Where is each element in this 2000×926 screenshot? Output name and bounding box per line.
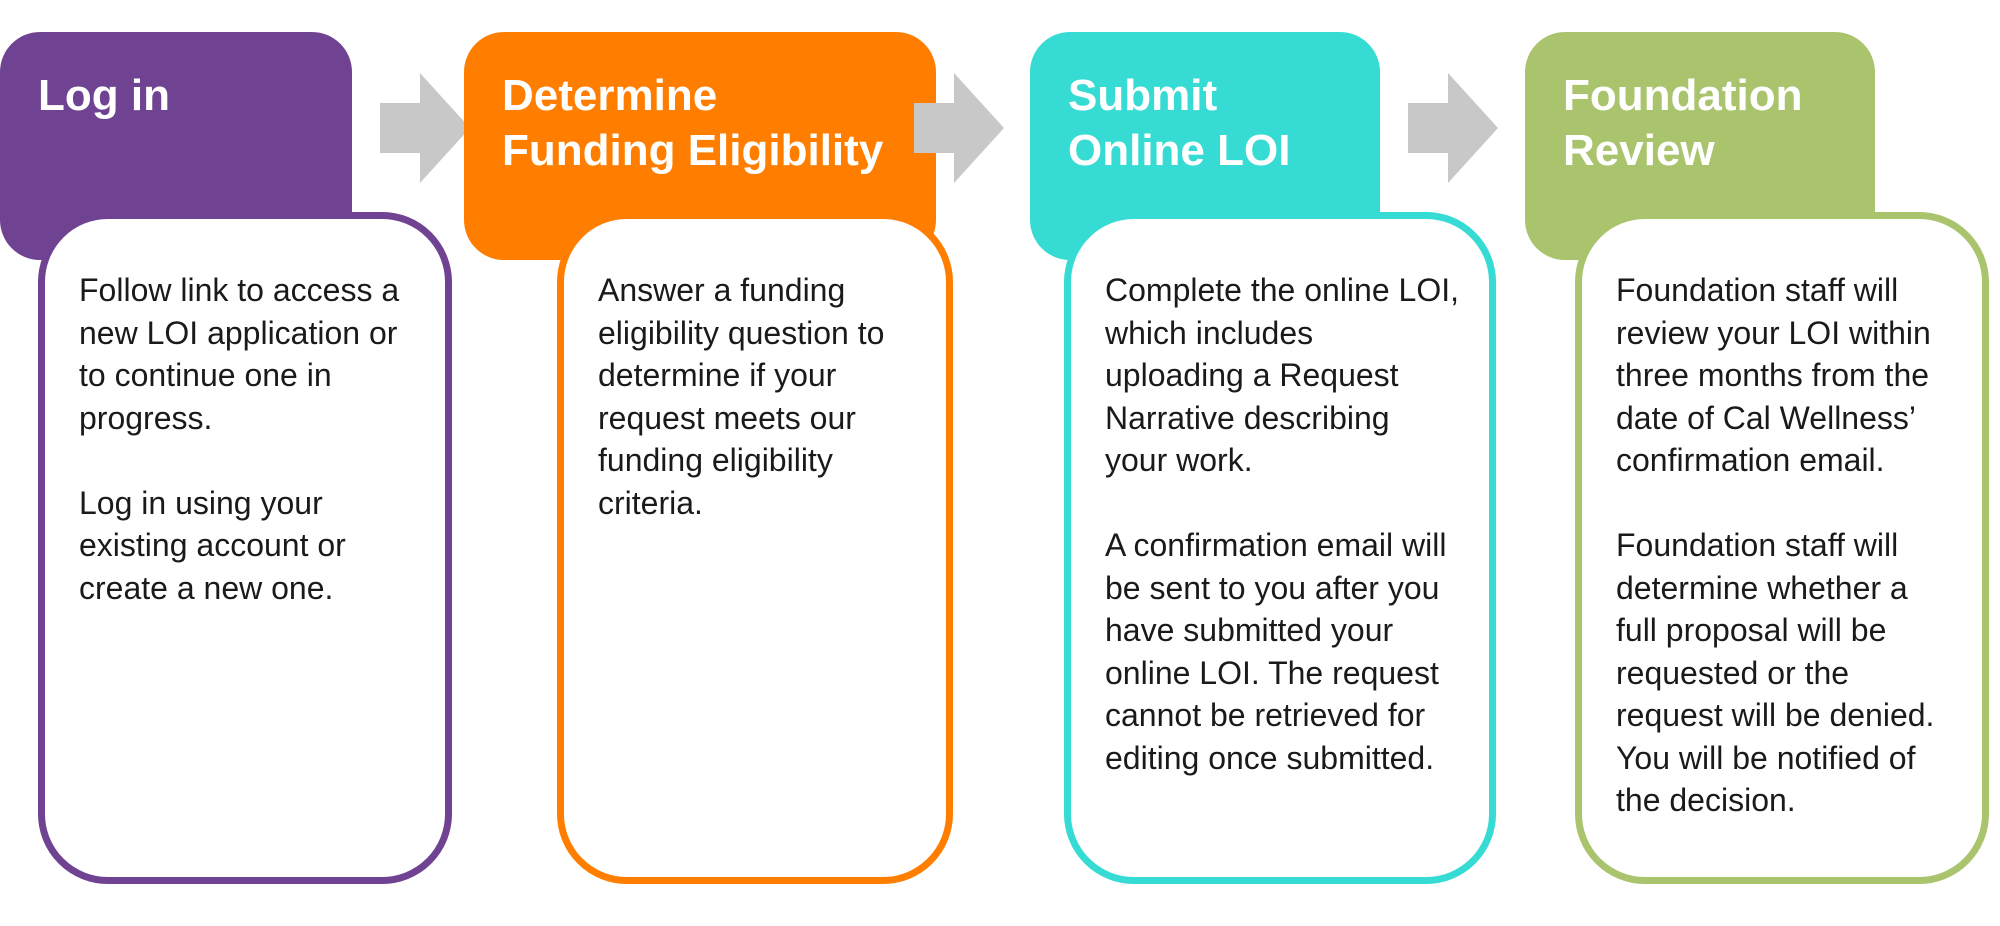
step-card: Complete the online LOI, which includes … bbox=[1064, 212, 1496, 884]
step-title-line: Log in bbox=[38, 71, 170, 120]
step-description: Complete the online LOI, which includes … bbox=[1105, 272, 1459, 478]
step-title-line: Foundation bbox=[1563, 71, 1803, 120]
arrow-right-icon bbox=[1408, 73, 1498, 183]
step-title-line: Online LOI bbox=[1068, 126, 1291, 175]
step-title-line: Determine bbox=[502, 71, 718, 120]
step-description: Log in using your existing account or cr… bbox=[79, 484, 346, 606]
step-title-line: Submit bbox=[1068, 71, 1218, 120]
arrow-right-icon bbox=[380, 73, 470, 183]
step-card: Foundation staff will review your LOI wi… bbox=[1575, 212, 1989, 884]
step-title-line: Funding Eligibility bbox=[502, 126, 884, 175]
arrow-right-icon bbox=[914, 73, 1004, 183]
step-description: Answer a funding eligibility question to… bbox=[598, 272, 885, 521]
step-description: A confirmation email will be sent to you… bbox=[1105, 527, 1447, 776]
step-card: Follow link to access a new LOI applicat… bbox=[38, 212, 452, 884]
step-description: Foundation staff will determine whether … bbox=[1616, 527, 1935, 818]
step-title-line: Review bbox=[1563, 126, 1715, 175]
step-description: Foundation staff will review your LOI wi… bbox=[1616, 272, 1931, 478]
step-card: Answer a funding eligibility question to… bbox=[557, 212, 953, 884]
step-description: Follow link to access a new LOI applicat… bbox=[79, 272, 400, 436]
